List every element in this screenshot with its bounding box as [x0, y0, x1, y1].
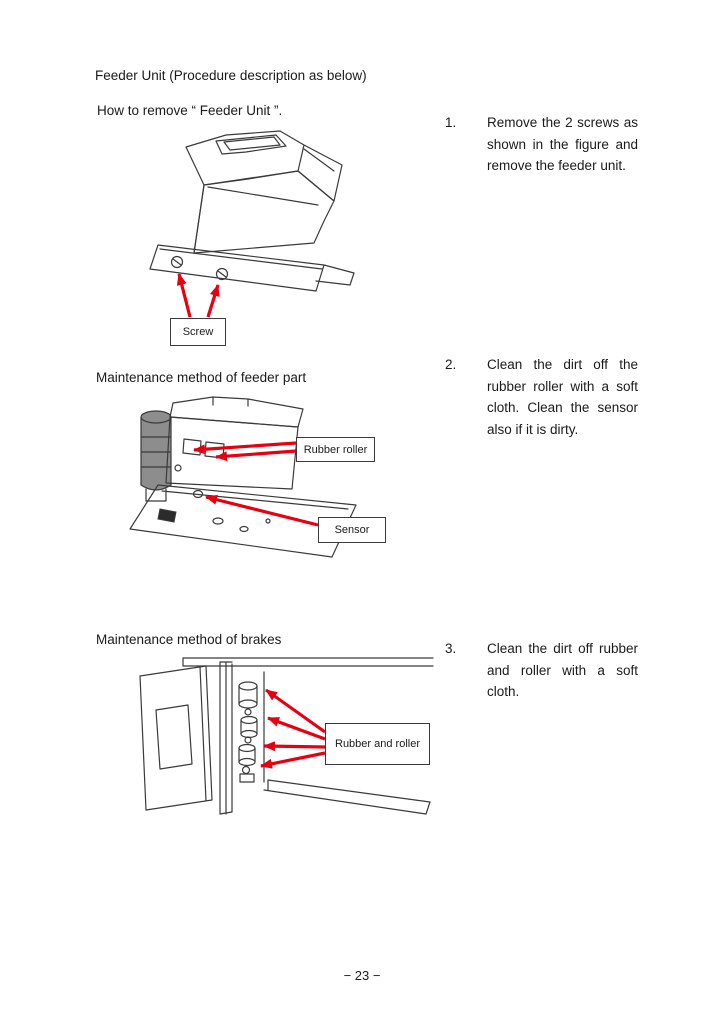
arrow-to-screw-left — [176, 273, 192, 318]
step-3: 3. Clean the dirt off rubber and roller … — [445, 638, 638, 703]
step-3-number: 3. — [445, 641, 457, 656]
arrow-to-rubber-roller-1 — [193, 441, 297, 455]
step-1-text: Remove the 2 screws as shown in the figu… — [487, 115, 638, 173]
figure-brakes: Rubber and roller — [128, 652, 438, 822]
step-2: 2. Clean the dirt off the rubber roller … — [445, 354, 638, 440]
step-2-text: Clean the dirt off the rubber roller wit… — [487, 357, 638, 437]
feeder-part-drawing — [129, 396, 357, 558]
arrow-to-roller-1 — [265, 688, 326, 734]
step-1-number: 1. — [445, 115, 457, 130]
feeder-unit-drawing — [149, 130, 355, 318]
page-number: − 23 − — [343, 968, 381, 983]
section-heading-maintenance-brakes: Maintenance method of brakes — [96, 632, 282, 647]
figure-feeder-part: Rubber roller Sensor — [118, 393, 388, 583]
step-1: 1. Remove the 2 screws as shown in the f… — [445, 112, 638, 177]
arrow-to-roller-2 — [267, 716, 326, 741]
callout-rubber-and-roller: Rubber and roller — [325, 723, 430, 765]
callout-screw: Screw — [170, 318, 226, 346]
callout-rubber-roller: Rubber roller — [296, 437, 375, 462]
page-title: Feeder Unit (Procedure description as be… — [95, 68, 367, 83]
step-3-text: Clean the dirt off rubber and roller wit… — [487, 641, 638, 699]
arrow-to-roller-3 — [263, 741, 326, 752]
rubber-and-roller-parts — [238, 671, 265, 783]
arrow-to-roller-4 — [260, 751, 326, 769]
figure-remove-feeder-unit: Screw — [128, 125, 358, 350]
roll-cylinder — [140, 410, 172, 502]
callout-sensor: Sensor — [318, 517, 386, 543]
arrow-to-rubber-roller-2 — [215, 449, 297, 462]
arrow-to-screw-right — [206, 284, 220, 318]
screw-icon — [170, 255, 184, 269]
brakes-drawing — [139, 657, 434, 815]
screw-icon — [215, 267, 229, 281]
section-heading-remove-feeder-unit: How to remove “ Feeder Unit ”. — [97, 103, 283, 118]
step-2-number: 2. — [445, 357, 457, 372]
arrow-to-sensor — [205, 494, 319, 527]
section-heading-maintenance-feeder-part: Maintenance method of feeder part — [96, 370, 307, 385]
